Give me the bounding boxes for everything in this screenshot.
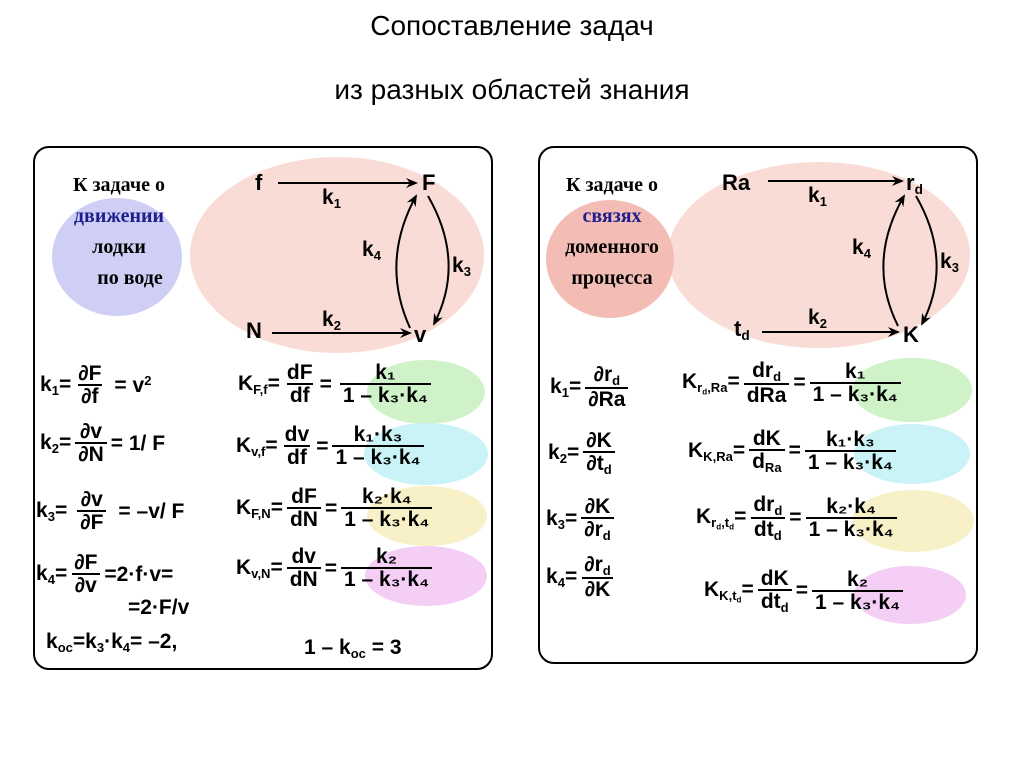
right-arrow-label-k3: k3 xyxy=(940,250,959,275)
right-red-circle xyxy=(546,200,674,318)
left-caption-line4: по воде xyxy=(97,267,163,289)
left-def-k2: k2= ∂v∂N = 1/ F xyxy=(40,420,166,466)
right-highlight-1 xyxy=(852,358,972,422)
slide-title-line1: Сопоставление задач xyxy=(370,10,654,41)
right-caption-line4: процесса xyxy=(571,267,653,289)
right-pink-ellipse xyxy=(668,162,970,348)
right-caption-line1: К задаче о xyxy=(565,174,658,196)
left-caption-line3: лодки xyxy=(92,236,146,258)
left-caption-line1: К задаче о xyxy=(72,174,165,196)
left-arrow-label-k1: k1 xyxy=(322,186,341,211)
left-def-k1: k1= ∂F∂f = v2 xyxy=(40,362,152,408)
right-node-Ra: Ra xyxy=(722,170,751,195)
left-arrow-label-k4: k4 xyxy=(362,238,381,263)
left-blue-circle xyxy=(52,198,182,316)
left-node-f: f xyxy=(255,170,263,195)
right-caption: К задаче о связях доменного процесса xyxy=(540,170,684,294)
right-node-rd: rd xyxy=(906,170,923,198)
right-node-td: td xyxy=(734,316,750,344)
right-def-k2: k2= ∂K∂td xyxy=(548,430,619,477)
left-highlight-2 xyxy=(364,423,488,485)
right-caption-line2: связях xyxy=(582,205,642,227)
right-arrow-label-k4: k4 xyxy=(852,236,871,261)
left-arrow-label-k2: k2 xyxy=(322,308,341,333)
left-node-N: N xyxy=(246,318,262,343)
left-highlight-1 xyxy=(367,360,485,424)
left-caption-line2: движении xyxy=(73,205,165,227)
right-highlight-2 xyxy=(854,424,970,484)
right-def-k4: k4= ∂rd∂K xyxy=(546,554,618,601)
right-def-k3: k3= ∂K∂rd xyxy=(546,496,618,543)
right-caption-line3: доменного xyxy=(565,236,659,258)
left-def-k4: k4= ∂F∂v =2·f·v= xyxy=(36,551,174,597)
left-koc-formula: 1 – koc = 3 xyxy=(304,636,402,661)
left-node-F: F xyxy=(422,170,436,195)
right-arrow-label-k2: k2 xyxy=(808,306,827,331)
left-caption: К задаче о движении лодки по воде xyxy=(47,170,191,294)
left-highlight-4 xyxy=(365,546,487,606)
left-koc: koc=k3·k4= –2, xyxy=(46,630,178,655)
right-highlight-4 xyxy=(854,566,966,624)
right-node-K: K xyxy=(903,322,919,347)
right-arrow-k4 xyxy=(882,194,905,327)
left-highlight-3 xyxy=(367,486,487,546)
left-def-k3: k3= ∂v∂F = –v/ F xyxy=(36,488,185,534)
slide-title-line2: из разных областей знания xyxy=(334,74,690,105)
left-arrow-label-k3: k3 xyxy=(452,254,471,279)
right-arrow-k3 xyxy=(915,195,938,326)
left-arrow-k3 xyxy=(427,195,450,326)
left-arrow-k4 xyxy=(395,194,417,329)
left-def-k4-continuation: =2·F/v xyxy=(128,596,190,619)
right-highlight-3 xyxy=(852,490,974,552)
right-def-k1: k1= ∂rd∂Ra xyxy=(550,364,632,411)
right-arrow-label-k1: k1 xyxy=(808,184,827,209)
left-node-v: v xyxy=(414,322,427,347)
